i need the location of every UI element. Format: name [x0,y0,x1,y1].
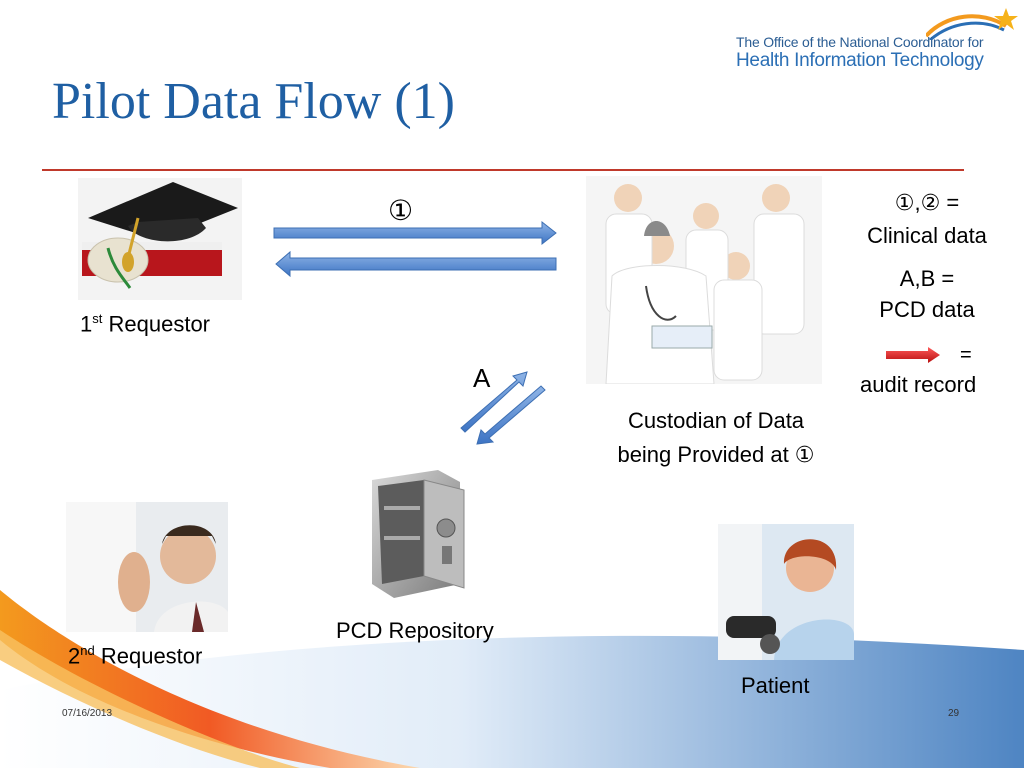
patient-label: Patient [741,673,810,698]
safe-image [364,466,474,602]
down-left-arrow-icon [476,385,546,445]
legend-pcd-symbols: A,B = [899,266,955,291]
title-divider [42,169,964,171]
top-arrows-label: ① [388,195,414,226]
custodian-line2: being Provided at ① [617,442,815,467]
legend-audit-label: audit record [860,372,977,397]
first-requestor-label: 1st Requestor [80,311,210,337]
second-requestor-image [66,502,228,632]
custodian-label: Custodian of Data being Provided at ① [598,404,834,472]
footer-date: 07/16/2013 [62,708,113,719]
second-requestor-text: Requestor [100,643,203,669]
onc-logo: The Office of the National Coordinator f… [736,6,1020,72]
second-requestor-label: 2nd Requestor [68,643,202,669]
legend-clinical-symbols: ①,② = [894,190,960,215]
first-requestor-ordinal: 1 [80,311,93,337]
second-requestor-ordinal: 2 [68,643,81,669]
legend-clinical-label: Clinical data [867,223,987,248]
red-audit-arrow-icon [886,347,940,363]
up-right-arrow-icon [460,371,528,433]
graduation-cap-image [78,178,242,300]
right-arrow-icon [273,220,557,246]
second-requestor-suffix: nd [80,643,95,658]
legend-pcd-label: PCD data [879,297,975,322]
page-number: 29 [948,708,960,719]
logo-swoosh-star-icon [926,8,1018,40]
diag-arrows-label: A [473,363,491,393]
legend-pcd: A,B = PCD data [852,263,1002,325]
left-arrow-icon [275,250,557,278]
repository-label: PCD Repository [336,618,494,643]
legend-clinical: ①,② = Clinical data [852,186,1002,252]
legend-audit-eq: = [960,344,972,366]
top-arrow-pair [273,220,557,278]
custodian-line1: Custodian of Data [627,408,805,433]
first-requestor-text: Requestor [108,311,211,337]
diagonal-arrow-pair [460,371,546,445]
medical-team-image [586,176,822,384]
slide-title: Pilot Data Flow (1) [52,73,455,130]
logo-line2: Health Information Technology [736,50,984,71]
first-requestor-suffix: st [92,311,103,326]
patient-image [718,524,854,660]
logo-line1: The Office of the National Coordinator f… [736,34,984,50]
